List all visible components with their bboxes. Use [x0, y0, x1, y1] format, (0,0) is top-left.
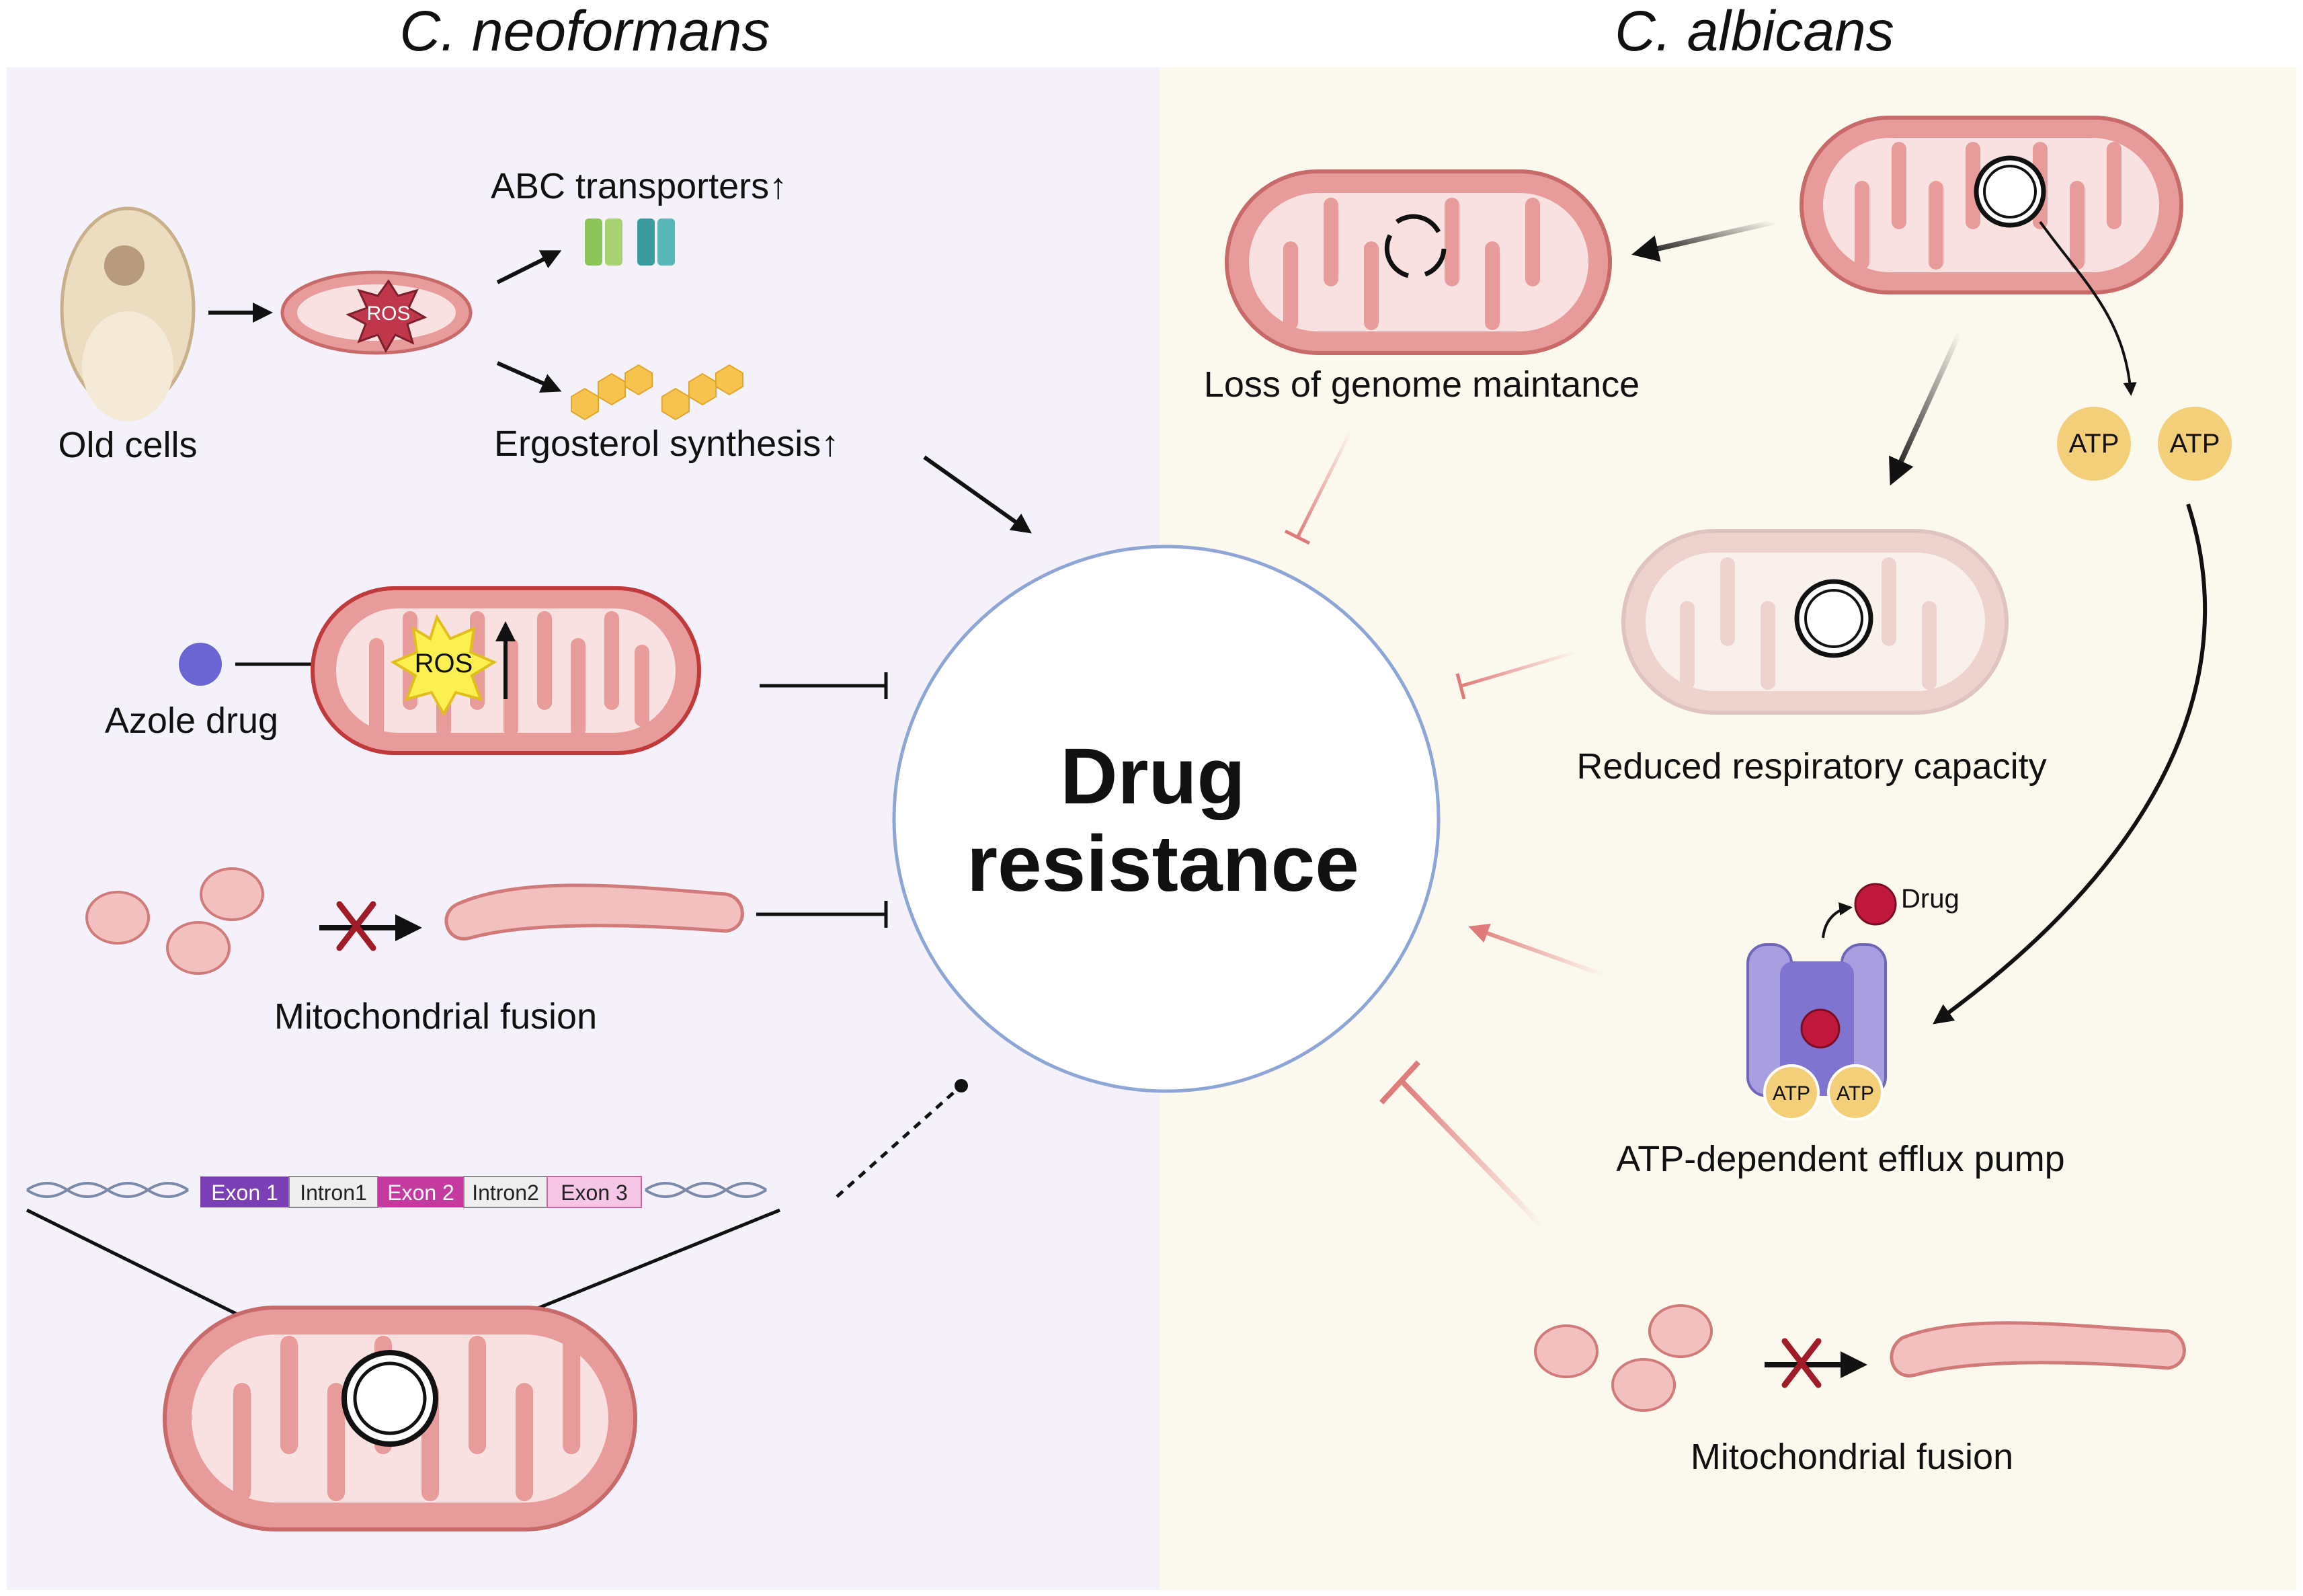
- exon-1-box: [200, 1176, 289, 1207]
- ros-small-label: ROS: [366, 303, 410, 325]
- inhibit-fusion-right: [1379, 1060, 1545, 1229]
- fused-mitochondrion-icon: [444, 883, 744, 941]
- inhibit-ros-to-resistance: [760, 672, 888, 699]
- ergosterol-label: Ergosterol synthesis↑: [494, 424, 839, 464]
- dna-strand-icon: [26, 1182, 768, 1198]
- exon-2-label: Exon 2: [387, 1181, 454, 1205]
- arrow-ergosterol-to-resistance: [923, 455, 1032, 534]
- ros-burst-small-icon: [346, 279, 428, 354]
- old-cell-icon: [60, 206, 196, 422]
- arrow-to-abc: [496, 250, 562, 284]
- blocked-x-right-icon: [1781, 1338, 1822, 1388]
- drug-inside-pump-icon: [1800, 1008, 1841, 1049]
- fragmented-mitochondria-icon: [85, 867, 264, 975]
- exon-2-box: [378, 1176, 464, 1207]
- exon-1-label: Exon 1: [211, 1181, 278, 1205]
- mtdna-circle-source-icon: [1974, 155, 2046, 228]
- pump-atp-2-label: ATP: [1836, 1082, 1874, 1105]
- arrow-to-genome-loss: [1631, 219, 1775, 262]
- atp-circle-1: [2057, 407, 2131, 481]
- broken-mtdna-icon: [1384, 214, 1447, 278]
- intron-2-label: Intron2: [472, 1181, 539, 1205]
- pump-atp-1-circle: [1763, 1064, 1820, 1121]
- old-cells-label: Old cells: [58, 425, 197, 465]
- gene-structure: Exon 1 Intron1 Exon 2 Intron2 Exon 3: [200, 1176, 642, 1208]
- azole-drug-label: Azole drug: [105, 701, 278, 741]
- title-right: C. albicans: [1615, 0, 1894, 63]
- fusion-label-right: Mitochondrial fusion: [1691, 1437, 2013, 1477]
- drug-resistance-line1: Drug: [1060, 732, 1245, 821]
- drug-resistance-circle: [892, 545, 1441, 1093]
- ros-large-label: ROS: [415, 649, 473, 678]
- exon-3-box: [547, 1176, 642, 1208]
- dotted-link-end-dot: [955, 1079, 968, 1092]
- azole-drug-icon: [179, 643, 222, 686]
- respiratory-label: Reduced respiratory capacity: [1576, 746, 2046, 787]
- atp-label-2: ATP: [2170, 429, 2220, 458]
- efflux-pump-label: ATP-dependent efflux pump: [1616, 1139, 2064, 1179]
- arrow-efflux-to-resistance: [1468, 923, 1605, 977]
- dotted-link-to-resistance: [836, 1084, 963, 1198]
- abc-transporters-label: ABC transporters↑: [491, 166, 787, 206]
- drug-resistance-line2: resistance: [967, 820, 1359, 908]
- arrow-to-respiratory: [1889, 331, 1962, 486]
- drug-molecule-icon: [1854, 883, 1897, 926]
- arrow-to-atp: [2039, 221, 2137, 396]
- abc-transporter-icon: [585, 218, 675, 266]
- drug-label: Drug: [1901, 884, 1959, 914]
- arrow-drug-out: [1822, 902, 1853, 939]
- arrow-atp-to-pump: [1933, 504, 2208, 1025]
- blocked-x-icon: [336, 901, 376, 951]
- genome-loss-label: Loss of genome maintance: [1204, 364, 1640, 405]
- mtdna-circle-reduced-icon: [1794, 579, 1873, 658]
- ergosterol-molecule-icon: [571, 364, 743, 421]
- title-left: C. neoformans: [400, 0, 770, 63]
- inhibit-respiratory: [1455, 650, 1577, 700]
- mtdna-circle-icon: [341, 1350, 438, 1447]
- inhibit-genome-loss: [1284, 429, 1353, 545]
- arrow-to-ergosterol: [496, 361, 562, 393]
- fused-mitochondrion-right-icon: [1890, 1321, 2186, 1378]
- fusion-label-left: Mitochondrial fusion: [274, 996, 597, 1037]
- pump-atp-2-circle: [1827, 1064, 1884, 1121]
- inhibit-fusion-to-resistance: [756, 901, 888, 928]
- efflux-pump-icon: [1746, 943, 1887, 1097]
- intron-1-box: [288, 1176, 378, 1208]
- mitochondrion-genome-loss-icon: [1225, 169, 1612, 355]
- fragmented-mitochondria-right-icon: [1534, 1304, 1713, 1412]
- atp-label-1: ATP: [2069, 429, 2119, 458]
- atp-circle-2: [2158, 407, 2232, 481]
- pump-atp-1-label: ATP: [1773, 1082, 1810, 1105]
- intron-2-box: [463, 1176, 548, 1208]
- exon-3-label: Exon 3: [561, 1181, 628, 1205]
- intron-1-label: Intron1: [300, 1181, 367, 1205]
- ros-burst-large-icon: [390, 614, 497, 717]
